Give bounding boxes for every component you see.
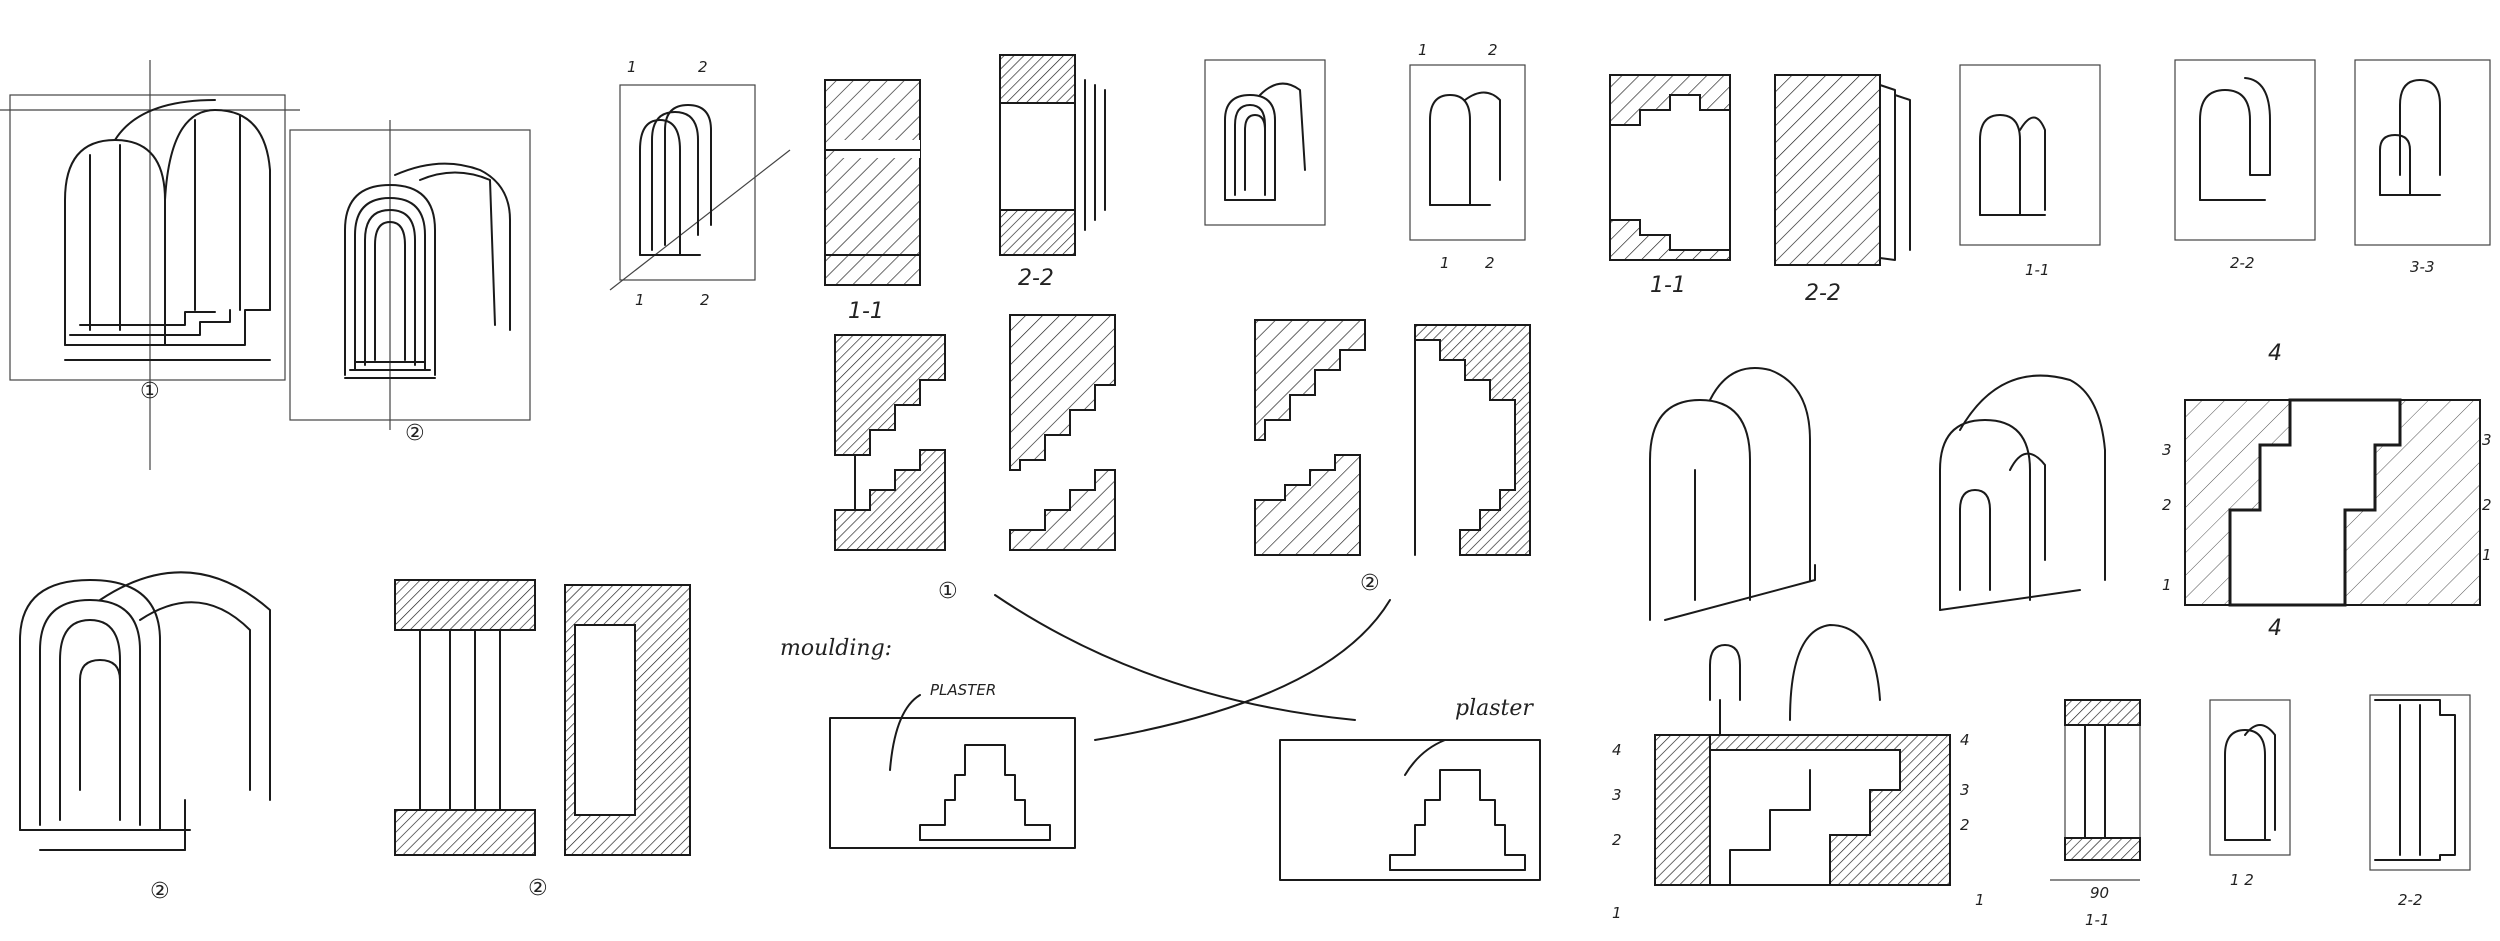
mid-plan-mark-bottom-2: 2 bbox=[1485, 254, 1495, 272]
plan-mark-bottom-2: 2 bbox=[700, 291, 710, 309]
label-sketch-2c: ② bbox=[528, 876, 548, 901]
bottom-plan bbox=[2209, 699, 2291, 856]
label-sketch-1: ① bbox=[140, 379, 160, 404]
section-stair-1a bbox=[834, 334, 946, 551]
bottom-section-2-2 bbox=[2369, 694, 2471, 871]
label-right-2-2: 2-2 bbox=[1805, 281, 1841, 306]
section-stair-large bbox=[1654, 699, 1951, 886]
far-elevation-2-2 bbox=[2174, 59, 2316, 241]
sketch-mid-plan bbox=[1409, 64, 1526, 241]
sketch-perspective-arches-right bbox=[1649, 367, 2106, 721]
far-elevation-3-3 bbox=[2354, 59, 2491, 246]
section-2-2-top bbox=[999, 54, 1106, 256]
section-stair-2a bbox=[1254, 319, 1366, 556]
label-moulding: moulding: bbox=[780, 636, 892, 661]
label-bottom-2-2: 2-2 bbox=[2398, 891, 2423, 909]
section-right-2: 2 bbox=[1960, 816, 1970, 834]
label-bottom-plan: 1 2 bbox=[2230, 871, 2254, 889]
label-plaster-lower: plaster bbox=[1455, 696, 1534, 721]
label-sec-mid-2: ② bbox=[1360, 571, 1380, 596]
label-section-1-1: 1-1 bbox=[848, 299, 884, 324]
plan-mark-top-1: 1 bbox=[627, 58, 637, 76]
bottom-section-1-1 bbox=[2050, 699, 2141, 881]
moulding-elevation-2 bbox=[1279, 739, 1541, 881]
plan-4-right-3: 3 bbox=[2482, 431, 2492, 449]
section-left-4: 4 bbox=[1612, 741, 1622, 759]
sketch-nested-arches-2 bbox=[289, 120, 531, 430]
label-far-1-1: 1-1 bbox=[2025, 261, 2050, 279]
section-2-2-right bbox=[1774, 74, 1911, 266]
sketch-small-plan bbox=[609, 84, 791, 291]
plan-4-right-1: 1 bbox=[2482, 546, 2492, 564]
section-columns-lower bbox=[394, 579, 691, 856]
section-stair-2b bbox=[1414, 324, 1531, 556]
section-left-1: 1 bbox=[1612, 904, 1622, 922]
sketch-arcade-perspective-1 bbox=[0, 60, 300, 470]
sketch-small-elevation bbox=[1204, 59, 1326, 226]
label-far-3-3: 3-3 bbox=[2410, 258, 2435, 276]
section-right-1: 1 bbox=[1975, 891, 1985, 909]
arrow-curve-2 bbox=[1094, 599, 1391, 741]
plan-mark-top-2: 2 bbox=[698, 58, 708, 76]
mid-plan-mark-top-1: 1 bbox=[1418, 41, 1428, 59]
arrow-curve-1 bbox=[994, 594, 1356, 721]
section-right-3: 3 bbox=[1960, 781, 1970, 799]
sketch-nested-arches-lower bbox=[19, 571, 271, 851]
label-plan-4-bottom: 4 bbox=[2268, 616, 2282, 641]
plan-4-left-2: 2 bbox=[2162, 496, 2172, 514]
label-sec-mid-1: ① bbox=[938, 579, 958, 604]
section-right-4: 4 bbox=[1960, 731, 1970, 749]
mid-plan-mark-top-2: 2 bbox=[1488, 41, 1498, 59]
plan-4-hatched bbox=[2184, 398, 2481, 607]
mid-plan-mark-bottom-1: 1 bbox=[1440, 254, 1450, 272]
label-plan-4-top: 4 bbox=[2268, 341, 2282, 366]
label-plaster-upper: PLASTER bbox=[930, 681, 996, 699]
section-left-3: 3 bbox=[1612, 786, 1622, 804]
plan-4-left-1: 1 bbox=[2162, 576, 2172, 594]
label-sketch-2b: ② bbox=[150, 879, 170, 904]
section-1-1-right bbox=[1609, 74, 1731, 261]
section-stair-1b bbox=[1009, 314, 1116, 551]
label-section-2-2: 2-2 bbox=[1018, 266, 1054, 291]
label-bottom-1-1: 1-1 bbox=[2085, 911, 2110, 929]
label-sketch-2: ② bbox=[405, 421, 425, 446]
moulding-elevation-1 bbox=[829, 694, 1076, 849]
plan-mark-bottom-1: 1 bbox=[635, 291, 645, 309]
plan-4-left-3: 3 bbox=[2162, 441, 2172, 459]
label-right-1-1: 1-1 bbox=[1650, 273, 1686, 298]
section-1-1-top bbox=[824, 79, 921, 286]
label-far-2-2: 2-2 bbox=[2230, 254, 2255, 272]
bottom-dim: 90 bbox=[2090, 884, 2109, 902]
far-elevation-1-1 bbox=[1959, 64, 2101, 246]
plan-4-right-2: 2 bbox=[2482, 496, 2492, 514]
section-left-2: 2 bbox=[1612, 831, 1622, 849]
